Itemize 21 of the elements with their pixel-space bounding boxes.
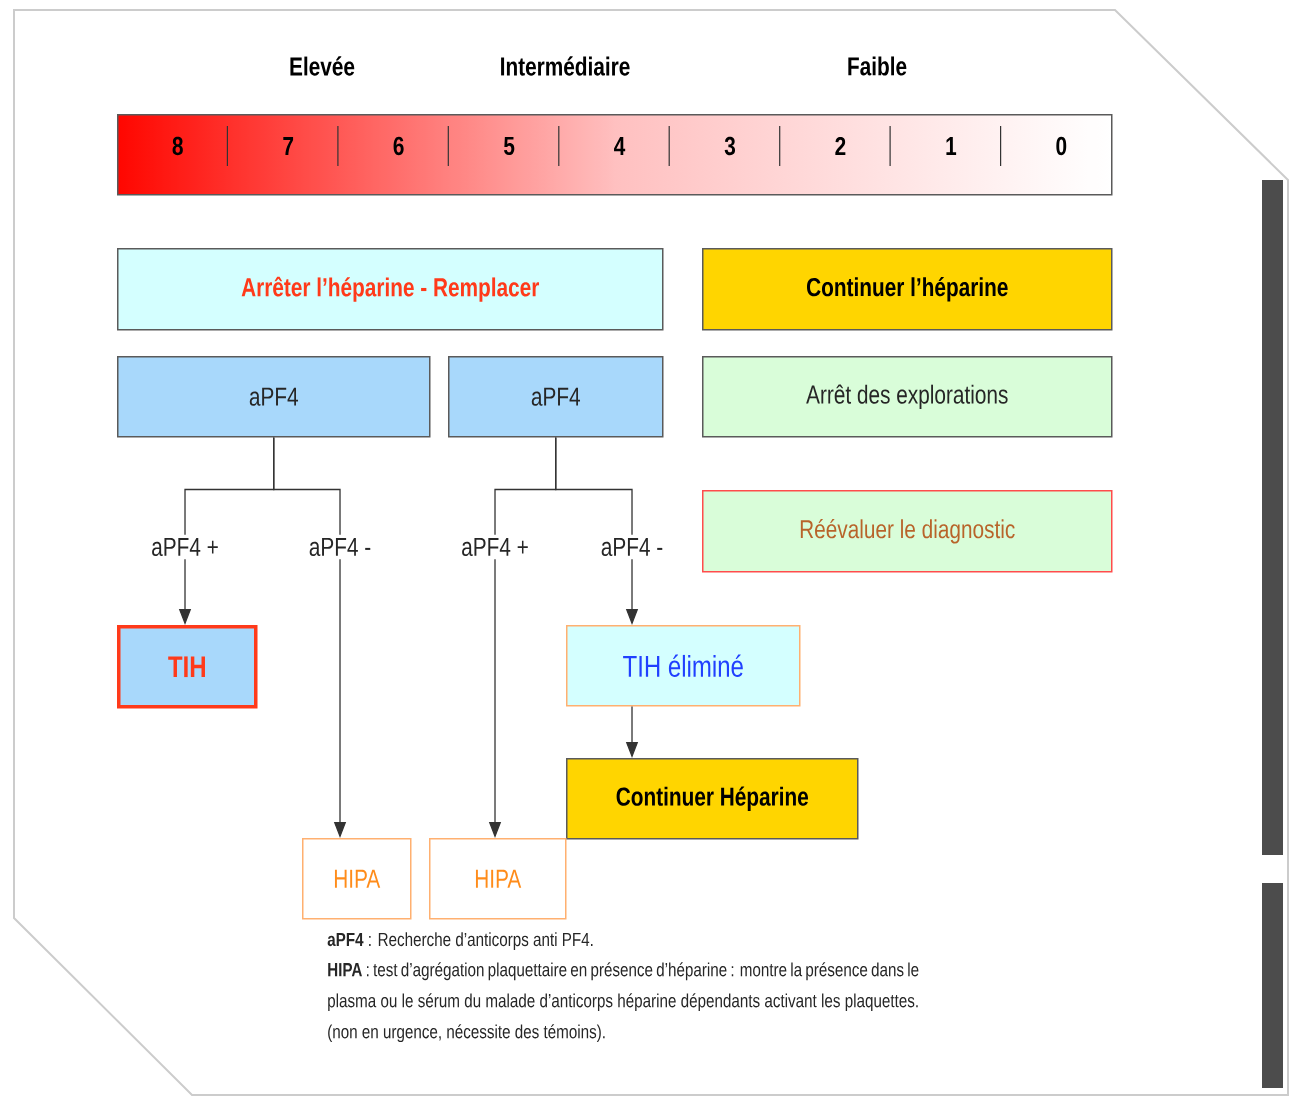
result-label: aPF4 - <box>309 537 371 557</box>
note-text: HIPA : test d’agrégation plaquettaire en présence d’héparine : montre la présence dans le plasma ou le sérum du malade d’anticorps héparine dépendants activant les plaquettes. (non en urgence, nécessite des témoins). <box>328 962 919 1043</box>
scale-bar: 8 7 6 5 4 3 2 1 0 <box>117 114 1113 196</box>
note-text: aPF4 : Recherche d’anticorps anti PF4. <box>327 932 593 950</box>
test-box: HIPA <box>429 838 567 920</box>
result-label: aPF4 + <box>152 537 218 557</box>
test-box: aPF4 <box>448 356 664 438</box>
scale-heading: Intermédiaire <box>501 56 630 76</box>
action-box: Arrêter l’héparine - Remplacer <box>117 248 664 331</box>
result-box: TIH <box>117 625 258 709</box>
action-box: Continuer Héparine <box>566 758 859 840</box>
test-box: HIPA <box>302 838 412 920</box>
scale-heading: Elevée <box>290 56 355 76</box>
result-label: aPF4 + <box>462 537 528 557</box>
action-box: Arrêt des explorations <box>702 356 1113 438</box>
result-box: TIH éliminé <box>566 625 801 707</box>
result-label: aPF4 - <box>601 537 663 557</box>
action-box: Réévaluer le diagnostic <box>702 490 1113 573</box>
test-box: aPF4 <box>117 356 431 438</box>
scale-heading: Faible <box>848 56 907 76</box>
action-box: Continuer l’héparine <box>702 248 1113 331</box>
